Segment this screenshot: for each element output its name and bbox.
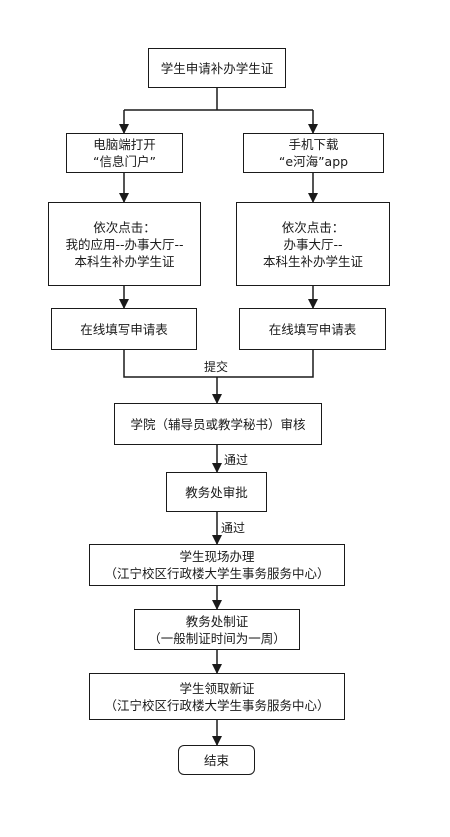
mobile-steps-box: 依次点击： 办事大厅-- 本科生补办学生证 (236, 202, 390, 286)
collect-line2: （江宁校区行政楼大学生事务服务中心） (104, 697, 330, 713)
onsite-line2: （江宁校区行政楼大学生事务服务中心） (104, 566, 330, 581)
pc-fill-form-text: 在线填写申请表 (80, 321, 168, 337)
pc-open-line1: 电脑端打开 (93, 137, 156, 152)
onsite-line1: 学生现场办理 (179, 549, 255, 564)
mobile-fill-form-text: 在线填写申请表 (268, 321, 357, 337)
mobile-steps-line1: 依次点击： (281, 219, 345, 235)
academic-approval-text: 教务处审批 (185, 484, 248, 500)
onsite-box: 学生现场办理 （江宁校区行政楼大学生事务服务中心） (89, 544, 345, 586)
connector-start-split (124, 88, 313, 111)
mobile-download-line2: “e河海”app (278, 154, 349, 169)
collect-card-box: 学生领取新证 （江宁校区行政楼大学生事务服务中心） (89, 673, 345, 720)
pass-label-1: 通过 (224, 453, 249, 467)
mobile-steps-line2: 办事大厅-- (283, 236, 343, 252)
end-box: 结束 (178, 745, 255, 775)
pc-open-line2: “信息门户” (93, 154, 156, 169)
college-review-text: 学院（辅导员或教学秘书）审核 (130, 416, 306, 432)
mobile-fill-form-box: 在线填写申请表 (239, 308, 386, 350)
end-text: 结束 (203, 752, 229, 768)
start-text: 学生申请补办学生证 (160, 60, 274, 76)
pc-steps-line2: 我的应用--办事大厅-- (65, 236, 184, 252)
pc-steps-line1: 依次点击： (93, 219, 156, 235)
start-box: 学生申请补办学生证 (148, 48, 286, 88)
college-review-box: 学院（辅导员或教学秘书）审核 (114, 403, 322, 445)
make-card-line1: 教务处制证 (185, 613, 249, 629)
submit-label: 提交 (204, 360, 229, 374)
pc-open-box: 电脑端打开 “信息门户” (66, 133, 183, 173)
collect-line1: 学生领取新证 (179, 680, 255, 696)
pc-steps-box: 依次点击： 我的应用--办事大厅-- 本科生补办学生证 (48, 202, 201, 286)
mobile-download-box: 手机下载 “e河海”app (243, 133, 384, 173)
connector-merge (123, 350, 314, 378)
pc-fill-form-box: 在线填写申请表 (51, 308, 197, 350)
mobile-download-line1: 手机下载 (288, 137, 339, 152)
make-card-box: 教务处制证 （一般制证时间为一周） (134, 609, 300, 650)
pc-steps-line3: 本科生补办学生证 (74, 253, 175, 269)
mobile-steps-line3: 本科生补办学生证 (262, 253, 363, 269)
pass-label-2: 通过 (221, 521, 246, 535)
academic-approval-box: 教务处审批 (166, 472, 267, 512)
make-card-line2: （一般制证时间为一周） (148, 630, 286, 646)
